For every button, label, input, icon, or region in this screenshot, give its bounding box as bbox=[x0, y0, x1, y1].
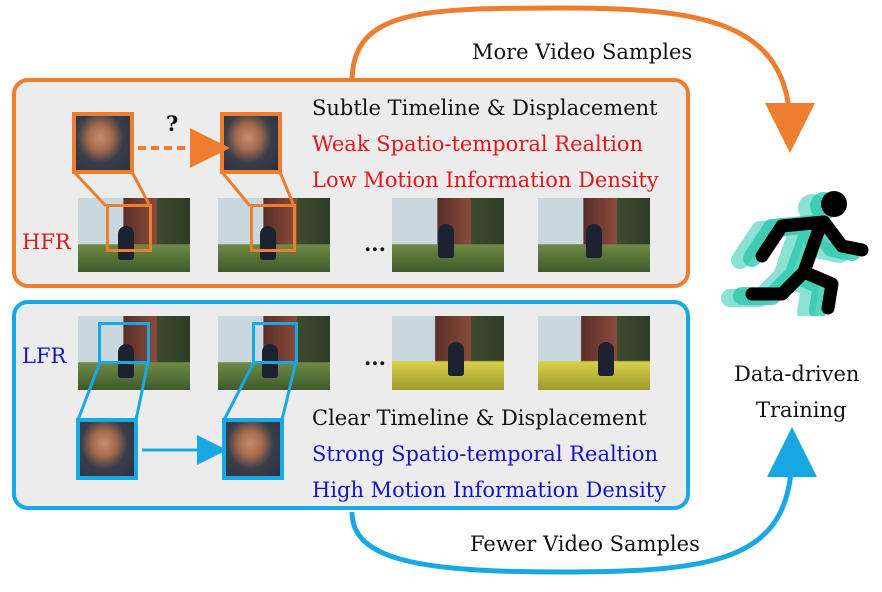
lfr-frame-3 bbox=[392, 316, 504, 390]
hfr-zoom-2 bbox=[220, 112, 282, 174]
lfr-frame-4 bbox=[538, 316, 650, 390]
lfr-zoom-2 bbox=[222, 418, 284, 480]
lfr-line1: Clear Timeline & Displacement bbox=[312, 406, 647, 430]
bottom-curved-arrow-icon bbox=[349, 427, 817, 575]
hfr-frame-4 bbox=[538, 198, 650, 272]
runner-icon bbox=[721, 191, 869, 316]
lfr-zoom-1 bbox=[76, 418, 138, 480]
lfr-line2: Strong Spatio-temporal Realtion bbox=[312, 442, 659, 466]
lfr-ellipsis: ... bbox=[364, 345, 386, 370]
hfr-label: HFR bbox=[22, 230, 71, 254]
lfr-crop-box-1 bbox=[98, 322, 150, 364]
hfr-frame-3 bbox=[392, 198, 504, 272]
hfr-question-mark: ? bbox=[166, 111, 179, 136]
hfr-ellipsis: ... bbox=[364, 231, 386, 256]
hfr-line1: Subtle Timeline & Displacement bbox=[312, 96, 658, 120]
hfr-zoom-1 bbox=[72, 112, 134, 174]
hfr-line2: Weak Spatio-temporal Realtion bbox=[312, 132, 644, 156]
lfr-frame-1 bbox=[78, 316, 190, 390]
training-line1: Data-driven bbox=[734, 362, 860, 386]
bottom-arrow-label: Fewer Video Samples bbox=[470, 532, 700, 556]
lfr-frame-2 bbox=[218, 316, 330, 390]
training-line2: Training bbox=[756, 398, 847, 422]
lfr-crop-box-2 bbox=[252, 322, 298, 364]
hfr-crop-box-1 bbox=[106, 204, 152, 252]
lfr-line3: High Motion Information Density bbox=[312, 478, 667, 502]
top-arrow-label: More Video Samples bbox=[472, 40, 693, 64]
lfr-label: LFR bbox=[22, 344, 67, 368]
hfr-frame-1 bbox=[78, 198, 190, 272]
top-curved-arrow-icon bbox=[349, 5, 815, 153]
hfr-crop-box-2 bbox=[250, 204, 296, 252]
hfr-line3: Low Motion Information Density bbox=[312, 168, 659, 192]
